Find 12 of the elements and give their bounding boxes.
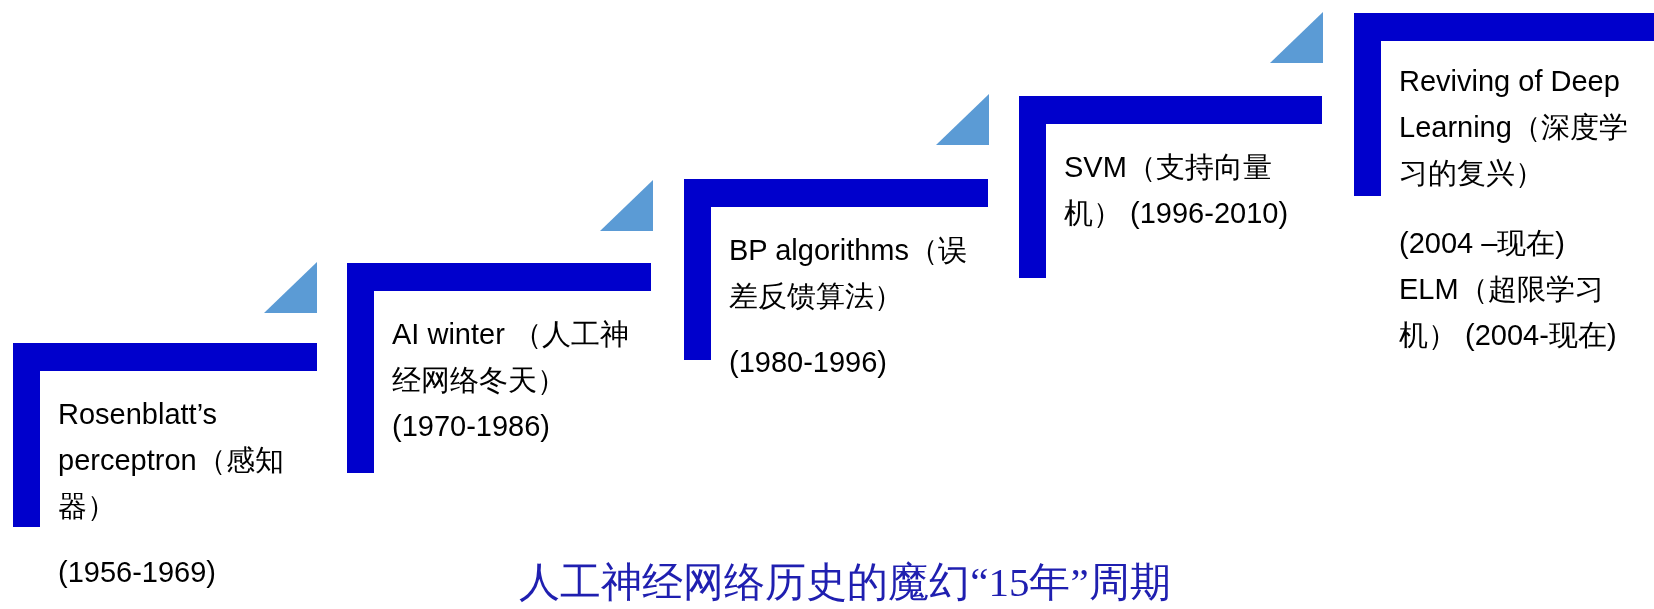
step-text: AI winter （人工神经网络冬天） (1970-1986) — [392, 317, 630, 444]
step-bracket — [347, 263, 651, 473]
step-text: Reviving of Deep Learning（深度学习的复兴） — [1399, 64, 1629, 191]
step-text: BP algorithms（误差反馈算法） — [729, 233, 968, 314]
step-text: (2004 –现在) — [1399, 226, 1566, 261]
step-text: Rosenblatt’s perceptron（感知器） — [58, 397, 285, 524]
step-bracket — [1019, 96, 1322, 278]
caption: 人工神经网络历史的魔幻“15年”周期 — [518, 558, 1172, 607]
step-text: ELM（超限学习机） (2004-现在) — [1399, 272, 1618, 353]
step-text: (1980-1996) — [729, 345, 888, 380]
step-text: SVM（支持向量机） (1996-2010) — [1064, 150, 1290, 231]
step-text: (1956-1969) — [58, 555, 217, 590]
